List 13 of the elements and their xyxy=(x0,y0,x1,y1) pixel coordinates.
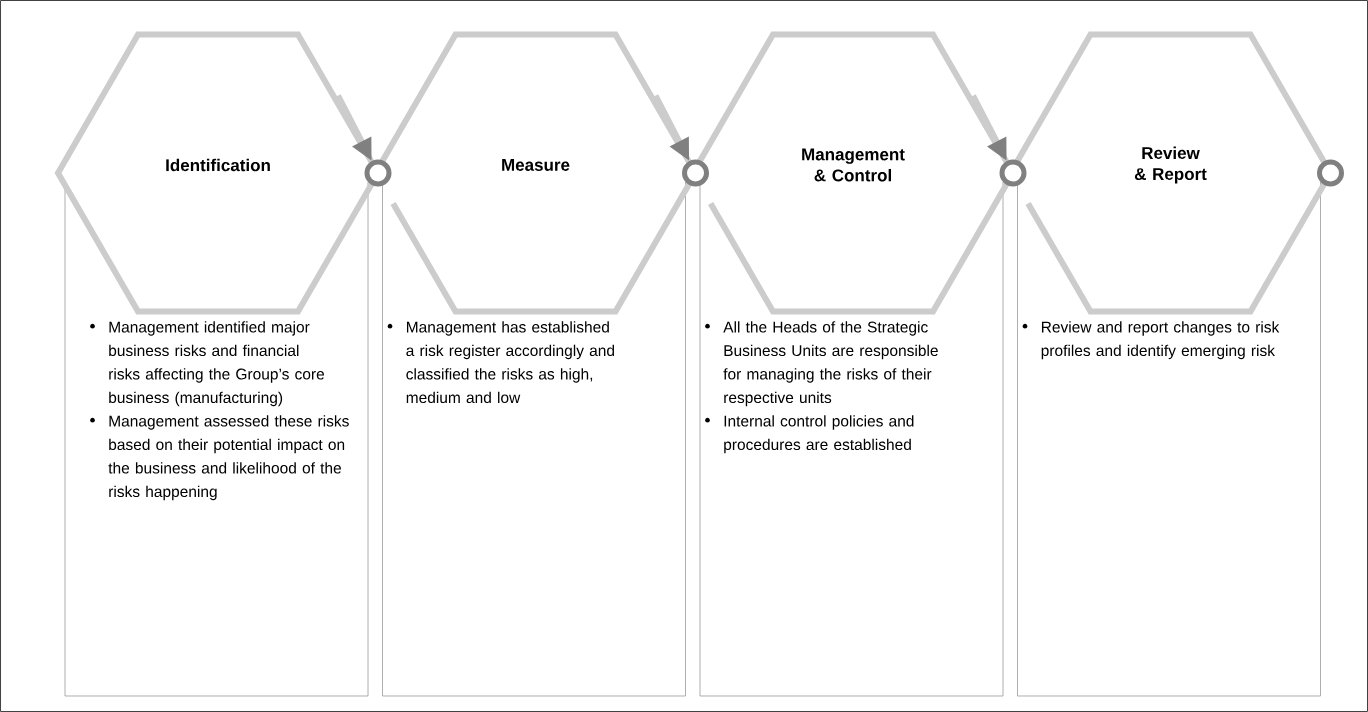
node-label: Management assessed these risks based on their potential impact on the business and likelihood of the risks happening xyxy=(108,415,349,501)
ring xyxy=(1317,159,1344,187)
node-label: Management identified major business risks and financial risks affecting the Group’s core business (manufacturing) xyxy=(109,321,325,407)
node-label: Review and report changes to risk profiles and identify emerging risk xyxy=(1041,321,1280,360)
ring xyxy=(364,159,392,187)
ring xyxy=(999,159,1027,187)
node-label: All the Heads of the Strategic Business Units are responsible for managing the risks of their respective units xyxy=(723,321,938,407)
text-box: Management has established a risk register accordingly and classified the risks as high, medium and low xyxy=(382,181,686,697)
text-box: Management identified major business risks and financial risks affecting the Group’s core business (manufacturing) Management assessed these risks based on their potential impact on the business and likelihood of the risks happening xyxy=(64,181,369,697)
text-box: All the Heads of the Strategic Business Units are responsible for managing the risks of their respective units Internal control policies and procedures are established xyxy=(699,181,1004,697)
node-label: Internal control policies and procedures are established xyxy=(724,415,914,454)
ring xyxy=(682,159,709,187)
node-label: Management has established a risk register accordingly and classified the risks as high, medium and low xyxy=(406,321,615,404)
